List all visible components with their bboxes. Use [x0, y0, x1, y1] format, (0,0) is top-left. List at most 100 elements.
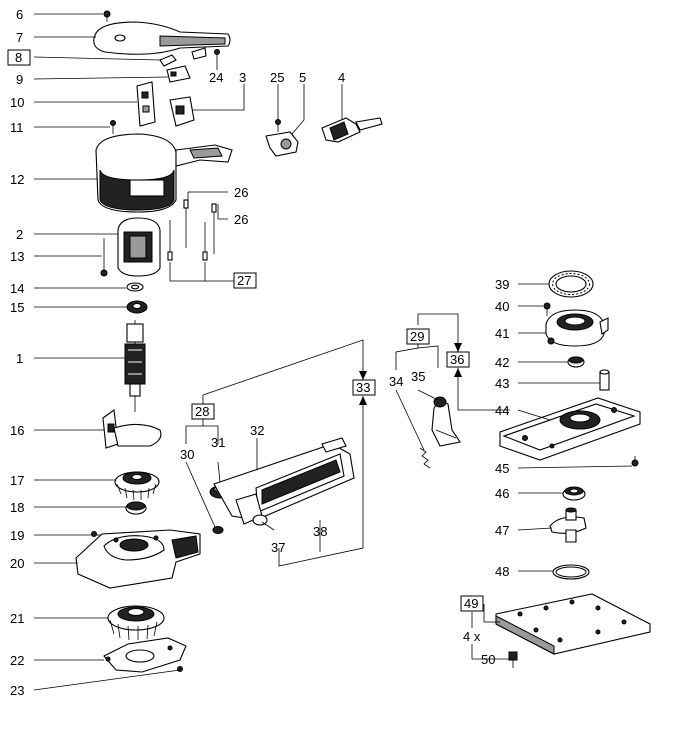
part-15-bearing [126, 300, 148, 314]
arrowheads [359, 343, 462, 405]
part-43-pin [599, 369, 610, 391]
label-27: 27 [237, 273, 251, 288]
label-49: 49 [464, 596, 478, 611]
label-33: 33 [356, 380, 370, 395]
label-24: 24 [209, 70, 223, 85]
part-2-stator [117, 217, 161, 277]
part-16-baffle [102, 409, 162, 449]
label-12: 12 [10, 172, 24, 187]
part-48-ring [552, 564, 590, 580]
part-13-screw [100, 238, 108, 277]
label-38: 38 [313, 524, 327, 539]
label-21: 21 [10, 611, 24, 626]
label-22: 22 [10, 653, 24, 668]
part-labels: 6 7 8 9 10 11 12 2 13 14 15 1 16 17 18 1… [10, 7, 509, 698]
label-28: 28 [195, 404, 209, 419]
part-12-housing [95, 133, 233, 213]
part-32-dust-box [213, 443, 355, 521]
label-9: 9 [16, 72, 23, 87]
label-16: 16 [10, 423, 24, 438]
part-18-bearing [125, 501, 147, 515]
label-43: 43 [495, 376, 509, 391]
part-45-screw [631, 456, 639, 467]
label-42: 42 [495, 355, 509, 370]
label-2: 2 [16, 227, 23, 242]
part-26-brushes [167, 199, 217, 261]
label-39: 39 [495, 277, 509, 292]
label-26b: 26 [234, 212, 248, 227]
label-5: 5 [299, 70, 306, 85]
label-31: 31 [211, 435, 225, 450]
label-25: 25 [270, 70, 284, 85]
label-1: 1 [16, 351, 23, 366]
label-18: 18 [10, 500, 24, 515]
label-26a: 26 [234, 185, 248, 200]
part-49-sanding-pad [495, 593, 651, 655]
label-10: 10 [10, 95, 24, 110]
part-30-nut [212, 526, 224, 534]
part-17-fan [114, 471, 160, 501]
part-4-cable-sleeve [321, 117, 383, 143]
label-48: 48 [495, 564, 509, 579]
label-20: 20 [10, 556, 24, 571]
label-44: 44 [495, 403, 509, 418]
part-1-armature [124, 320, 146, 412]
part-10-board [136, 81, 156, 127]
part-5-cable-clamp [265, 131, 299, 157]
label-50: 50 [481, 652, 495, 667]
label-8: 8 [15, 50, 22, 65]
label-qty: 4 x [463, 629, 481, 644]
part-42-bearing [567, 356, 585, 368]
part-23-screw [177, 666, 183, 672]
part-24-screw [214, 49, 220, 60]
label-box-8 [7, 49, 31, 66]
label-37: 37 [271, 540, 285, 555]
part-50-screw [508, 651, 518, 668]
label-14: 14 [10, 281, 24, 296]
label-box-28 [191, 403, 215, 420]
part-47-eccentric [549, 507, 587, 543]
label-23: 23 [10, 683, 24, 698]
part-21-fan-wheel [107, 605, 165, 641]
label-35: 35 [411, 369, 425, 384]
label-box-33 [352, 379, 376, 396]
label-19: 19 [10, 528, 24, 543]
label-46: 46 [495, 486, 509, 501]
part-7-cover [93, 21, 231, 55]
label-32: 32 [250, 423, 264, 438]
label-17: 17 [10, 473, 24, 488]
part-39-seal [548, 270, 594, 298]
part-6-screw [103, 10, 111, 22]
label-6: 6 [16, 7, 23, 22]
label-box-36 [446, 351, 470, 368]
part-14-washer [126, 282, 144, 292]
label-36: 36 [450, 352, 464, 367]
label-7: 7 [16, 30, 23, 45]
label-3: 3 [239, 70, 246, 85]
part-37-clip [235, 493, 268, 526]
part-40-screw [543, 302, 551, 316]
part-9-switch [166, 65, 191, 83]
label-47: 47 [495, 523, 509, 538]
label-4: 4 [338, 70, 345, 85]
part-46-bearing [562, 486, 586, 501]
label-box-29 [406, 328, 430, 345]
part-22-plate [103, 637, 187, 673]
leader-lines [33, 13, 633, 691]
part-3-module [169, 96, 195, 127]
label-41: 41 [495, 326, 509, 341]
label-34: 34 [389, 374, 403, 389]
part-41-bearing-housing [545, 309, 609, 347]
label-box-49 [460, 595, 484, 612]
label-45: 45 [495, 461, 509, 476]
part-38-filter [321, 437, 347, 453]
label-11: 11 [10, 120, 24, 135]
label-30: 30 [180, 447, 194, 462]
part-11-screw [110, 120, 116, 134]
label-box-27 [233, 272, 257, 289]
label-13: 13 [10, 249, 24, 264]
label-15: 15 [10, 300, 24, 315]
part-35-holder [431, 396, 461, 447]
part-20-base-housing [75, 529, 201, 589]
